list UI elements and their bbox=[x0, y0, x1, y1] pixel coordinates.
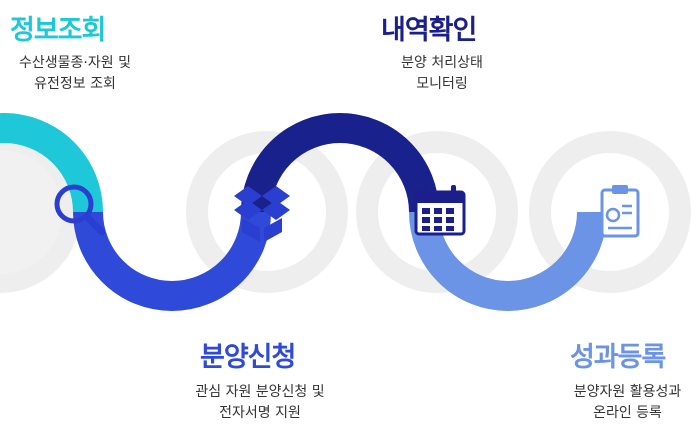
wave-segment-3 bbox=[241, 113, 439, 213]
step-2-desc-line1: 관심 자원 분양신청 및 bbox=[195, 384, 325, 400]
step-3-title: 내역확인 bbox=[381, 15, 477, 46]
wave-segment-4 bbox=[409, 211, 607, 311]
clipboard-icon bbox=[600, 185, 640, 238]
step-1-desc-line1: 수산생물종·자원 및 bbox=[19, 55, 131, 71]
step-3-description: 분양 처리상태 모니터링 bbox=[372, 53, 512, 95]
wave-segment-1 bbox=[0, 113, 103, 213]
step-4-description: 분양자원 활용성과 온라인 등록 bbox=[555, 382, 700, 424]
ring-bg-1 bbox=[0, 131, 81, 293]
node-circle-1 bbox=[0, 150, 62, 274]
step-4-desc-line2: 온라인 등록 bbox=[593, 405, 662, 421]
ring-bg-2 bbox=[186, 131, 348, 293]
step-1-description: 수산생물종·자원 및 유전정보 조회 bbox=[0, 53, 150, 95]
search-icon bbox=[54, 184, 106, 236]
step-2-desc-line2: 전자서명 지원 bbox=[219, 405, 301, 421]
step-3-desc-line1: 분양 처리상태 bbox=[401, 55, 483, 71]
step-1-title: 정보조회 bbox=[10, 15, 106, 46]
step-4-title: 성과등록 bbox=[570, 342, 666, 373]
calendar-icon bbox=[414, 185, 466, 236]
step-2-description: 관심 자원 분양신청 및 전자서명 지원 bbox=[170, 382, 350, 424]
wave-segment-2 bbox=[73, 211, 271, 311]
step-1-desc-line2: 유전정보 조회 bbox=[34, 76, 116, 92]
ring-bg-3 bbox=[356, 131, 518, 293]
box-icon bbox=[234, 186, 290, 242]
step-4-desc-line1: 분양자원 활용성과 bbox=[573, 384, 682, 400]
ring-bg-4 bbox=[529, 131, 691, 293]
step-3-desc-line2: 모니터링 bbox=[416, 76, 468, 92]
step-2-title: 분양신청 bbox=[200, 342, 296, 373]
